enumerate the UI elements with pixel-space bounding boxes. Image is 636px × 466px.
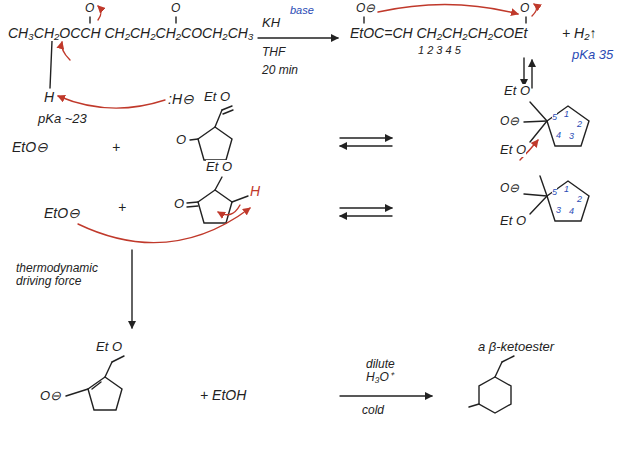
atom-label: O⊖ <box>40 389 61 403</box>
equilibrium-arrow <box>340 137 392 138</box>
atom-label: O <box>171 2 180 15</box>
bond <box>524 194 547 196</box>
electron-arrow <box>532 4 537 16</box>
cyclopentane-ring <box>547 181 589 221</box>
bond <box>215 110 222 127</box>
bond <box>187 206 198 207</box>
bond <box>92 382 101 389</box>
ring-number: 5 <box>552 188 557 198</box>
bond <box>232 196 248 202</box>
equilibrium-arrow <box>340 215 392 216</box>
cyclopentane-ring <box>547 106 589 146</box>
byproduct: + EtOH <box>200 388 246 403</box>
reaction-arrow <box>258 37 338 38</box>
equilibrium-arrow <box>340 207 392 208</box>
ring-number: 1 <box>564 110 569 120</box>
electron-arrow <box>78 208 250 243</box>
cyclopentane-ring <box>198 190 232 223</box>
atom-label: O⊖ <box>500 115 519 128</box>
group-label: Et O <box>500 143 526 157</box>
bond <box>502 356 514 362</box>
group-label: Et O <box>96 340 122 354</box>
bond <box>530 121 547 142</box>
cyclopentane-ring <box>198 127 232 160</box>
plus-sign: + <box>118 200 126 215</box>
time-note: 20 min <box>262 64 298 77</box>
bond <box>525 17 526 23</box>
bond <box>190 139 198 140</box>
ring-number: 3 <box>556 206 561 216</box>
atom-label: O <box>176 133 186 147</box>
bond <box>530 196 547 214</box>
electron-arrow <box>378 4 518 14</box>
cyclohexane-ring <box>479 377 511 413</box>
ring-number: 3 <box>569 132 574 142</box>
atom-label: O <box>174 197 184 211</box>
group-label: Et O <box>504 84 530 98</box>
bond <box>187 202 198 203</box>
equilibrium-arrow <box>523 58 524 86</box>
electron-arrow <box>98 6 101 20</box>
bond <box>530 102 547 121</box>
bond <box>222 106 232 110</box>
pka-note: pKa ~23 <box>38 112 87 126</box>
bond <box>175 17 176 23</box>
reaction-arrow <box>340 395 432 396</box>
electron-arrow <box>62 42 70 60</box>
ring-number: 4 <box>569 207 574 217</box>
equilibrium-arrow <box>340 145 392 146</box>
ring-number: 2 <box>577 120 582 130</box>
bond <box>495 362 502 377</box>
bond <box>469 404 479 407</box>
numbering: 1 2 3 4 5 <box>418 44 461 56</box>
reagent: dilute H₃O⁺ <box>366 358 420 384</box>
formula: CH₃CH₂OCCH CH₂CH₂CH₂COCH₂CH₃ <box>8 26 253 41</box>
bond <box>540 176 547 196</box>
solvent: THF <box>262 46 285 59</box>
ion-label: EtO⊖ <box>44 206 80 221</box>
bond <box>112 356 124 362</box>
condition-note: cold <box>362 404 384 417</box>
ring-number: 2 <box>577 195 582 205</box>
plus-sign: + <box>112 140 120 155</box>
ring-number: 1 <box>564 185 569 195</box>
atom-label: O <box>85 2 94 15</box>
bond <box>50 41 52 88</box>
bond <box>215 177 222 190</box>
atom-label: O⊖ <box>500 182 519 195</box>
bond <box>66 389 88 396</box>
electron-arrow <box>218 205 240 215</box>
formula: EtOC=CH CH₂CH₂CH₂COEt <box>350 26 527 41</box>
atom-label: H <box>250 184 260 199</box>
note: thermodynamic driving force <box>16 262 112 288</box>
reagent: KH <box>262 16 280 30</box>
pka-note: pKa 35 <box>572 48 613 62</box>
product-note: a β-ketoester <box>478 340 554 354</box>
bond <box>223 110 233 114</box>
group-label: Et O <box>206 160 232 174</box>
group-label: Et O <box>204 90 230 104</box>
bond <box>363 17 364 23</box>
byproduct: + H₂↑ <box>562 26 597 41</box>
reagent-note: base <box>290 4 314 16</box>
bond <box>89 17 90 23</box>
atom-label: O⊖ <box>356 2 375 15</box>
bond <box>105 362 112 377</box>
ring-number: 4 <box>556 131 561 141</box>
ring-number: 5 <box>552 113 557 123</box>
cyclopentene-ring <box>88 377 122 410</box>
ion-label: EtO⊖ <box>12 140 48 155</box>
hydride-label: :H⊖ <box>168 92 194 107</box>
electron-arrow <box>58 96 165 108</box>
reaction-arrow <box>131 250 132 328</box>
atom-label: O <box>520 2 529 15</box>
bond <box>524 121 547 122</box>
group-label: Et O <box>500 214 526 228</box>
atom-label: H <box>44 90 54 105</box>
equilibrium-arrow <box>531 60 532 88</box>
